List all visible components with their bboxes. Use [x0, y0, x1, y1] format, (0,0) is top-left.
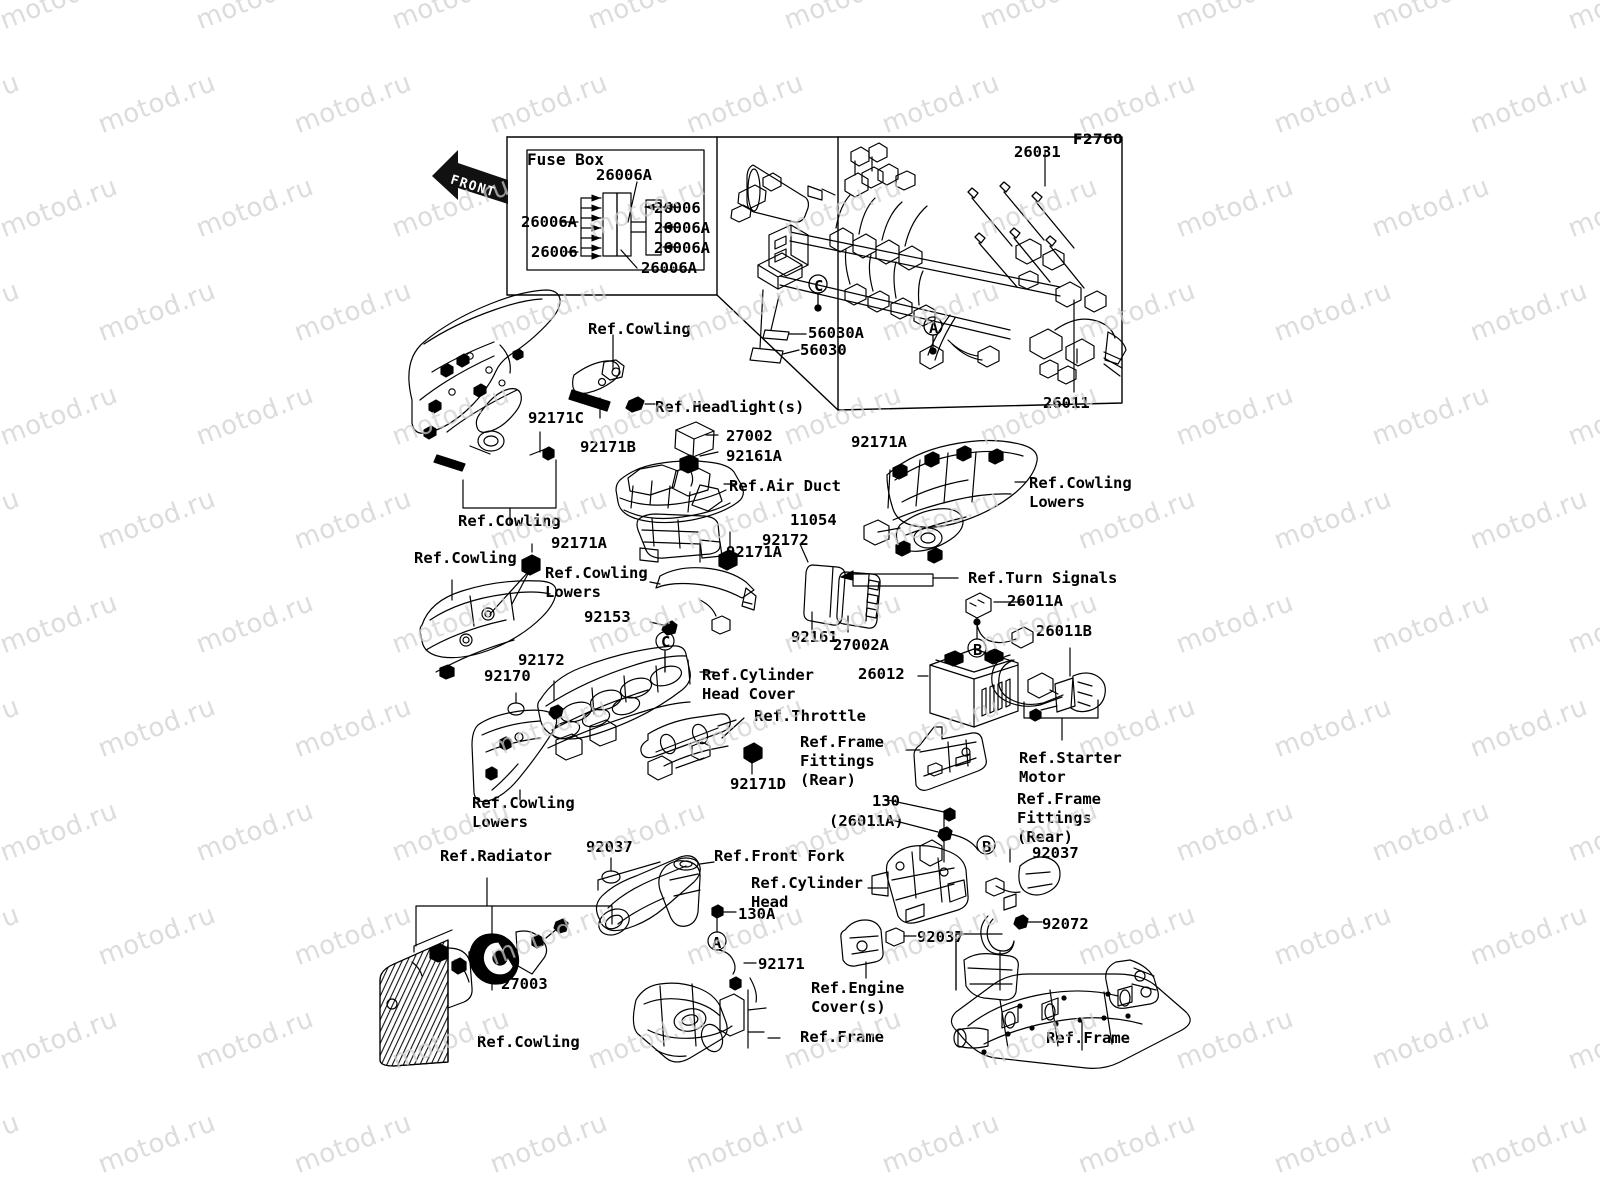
part-label-92172: 92172	[518, 651, 565, 669]
part-label-92171a-top: 92171A	[851, 433, 907, 451]
part-label-92172-top: 92172	[762, 531, 809, 549]
ref-radiator: Ref.Radiator	[440, 847, 552, 865]
fuse-box-title: Fuse Box	[527, 150, 605, 169]
part-label-92171a-left: 92171A	[551, 534, 607, 552]
part-label-26031: 26031	[1014, 143, 1061, 161]
part-label-26012: 26012	[858, 665, 905, 683]
part-label-92161: 92161	[791, 628, 838, 646]
ref-cowling-left-upper: Ref.Cowling	[458, 512, 561, 530]
ref-frame-bottom: Ref.Frame	[800, 1028, 884, 1046]
ref-turn-signals: Ref.Turn Signals	[968, 569, 1118, 587]
ref-frame-right: Ref.Frame	[1046, 1029, 1130, 1047]
ref-headlight: Ref.Headlight(s)	[655, 398, 805, 416]
part-label-26011b: 26011B	[1036, 622, 1092, 640]
ref-cowling-lowers-mid: Ref.Cowling Lowers	[545, 564, 648, 601]
part-label-26011a: 26011A	[1007, 592, 1063, 610]
marker-b-coil: B	[982, 838, 992, 856]
part-label-92171: 92171	[758, 955, 805, 973]
part-label-56030: 56030	[800, 341, 847, 359]
part-label-26006a-left: 26006A	[521, 213, 577, 231]
part-label-27003: 27003	[501, 975, 548, 993]
part-label-26011: 26011	[1043, 394, 1090, 412]
marker-a-frame: A	[712, 934, 722, 952]
part-label-26006a-bottom: 26006A	[641, 259, 697, 277]
part-label-92171a-airduct: 92171A	[726, 543, 782, 561]
ref-cowling-lowers-left: Ref.Cowling Lowers	[472, 794, 575, 831]
ref-frame-fittings-rear-1: Ref.Frame Fittings (Rear)	[800, 733, 884, 789]
part-label-92037-fork: 92037	[586, 838, 633, 856]
marker-a-harness: A	[929, 319, 939, 337]
part-label-92037-battery: 92037	[1032, 844, 1079, 862]
part-label-27002a: 27002A	[833, 636, 889, 654]
part-label-130: 130	[872, 792, 900, 810]
marker-c-head: C	[661, 633, 671, 651]
part-label-26006-r1: 26006	[654, 199, 701, 217]
part-label-26006a-r2: 26006A	[654, 219, 710, 237]
marker-c-harness: C	[814, 277, 824, 295]
ref-starter-motor: Ref.Starter Motor	[1019, 749, 1122, 786]
part-label-92153: 92153	[584, 608, 631, 626]
front-direction-marker: FRONT	[428, 146, 514, 218]
part-label-92072: 92072	[1042, 915, 1089, 933]
marker-b-battery: B	[973, 641, 983, 659]
part-label-27002: 27002	[726, 427, 773, 445]
ref-cylinder-head-cover: Ref.Cylinder Head Cover	[702, 666, 814, 703]
ref-cylinder-head: Ref.Cylinder Head	[751, 874, 863, 911]
part-label-92161a: 92161A	[726, 447, 782, 465]
diagram-code: F2760	[1073, 132, 1124, 148]
part-label-26006-left: 26006	[531, 243, 578, 261]
ref-engine-cover: Ref.Engine Cover(s)	[811, 979, 905, 1016]
part-label-56030a: 56030A	[808, 324, 864, 342]
part-label-26011a-paren: (26011A)	[829, 812, 904, 830]
part-label-92171c: 92171C	[528, 409, 584, 427]
part-label-130a: 130A	[738, 905, 776, 923]
part-label-92037-engine: 92037	[917, 928, 964, 946]
ref-throttle: Ref.Throttle	[754, 707, 866, 725]
part-label-11054: 11054	[790, 511, 837, 529]
ref-frame-fittings-rear-2: Ref.Frame Fittings (Rear)	[1017, 790, 1101, 846]
part-label-26006a-top: 26006A	[596, 166, 652, 184]
ref-cowling-left-lower: Ref.Cowling	[477, 1033, 580, 1051]
part-label-26006a-r3: 26006A	[654, 239, 710, 257]
part-label-92171b: 92171B	[580, 438, 636, 456]
part-label-92171d: 92171D	[730, 775, 786, 793]
ref-cowling-lowers-right: Ref.Cowling Lowers	[1029, 474, 1132, 511]
ref-front-fork: Ref.Front Fork	[714, 847, 845, 865]
ref-cowling-top: Ref.Cowling	[588, 320, 691, 338]
ref-cowling-left-mid: Ref.Cowling	[414, 549, 517, 567]
part-label-92170: 92170	[484, 667, 531, 685]
ref-air-duct: Ref.Air Duct	[729, 477, 841, 495]
